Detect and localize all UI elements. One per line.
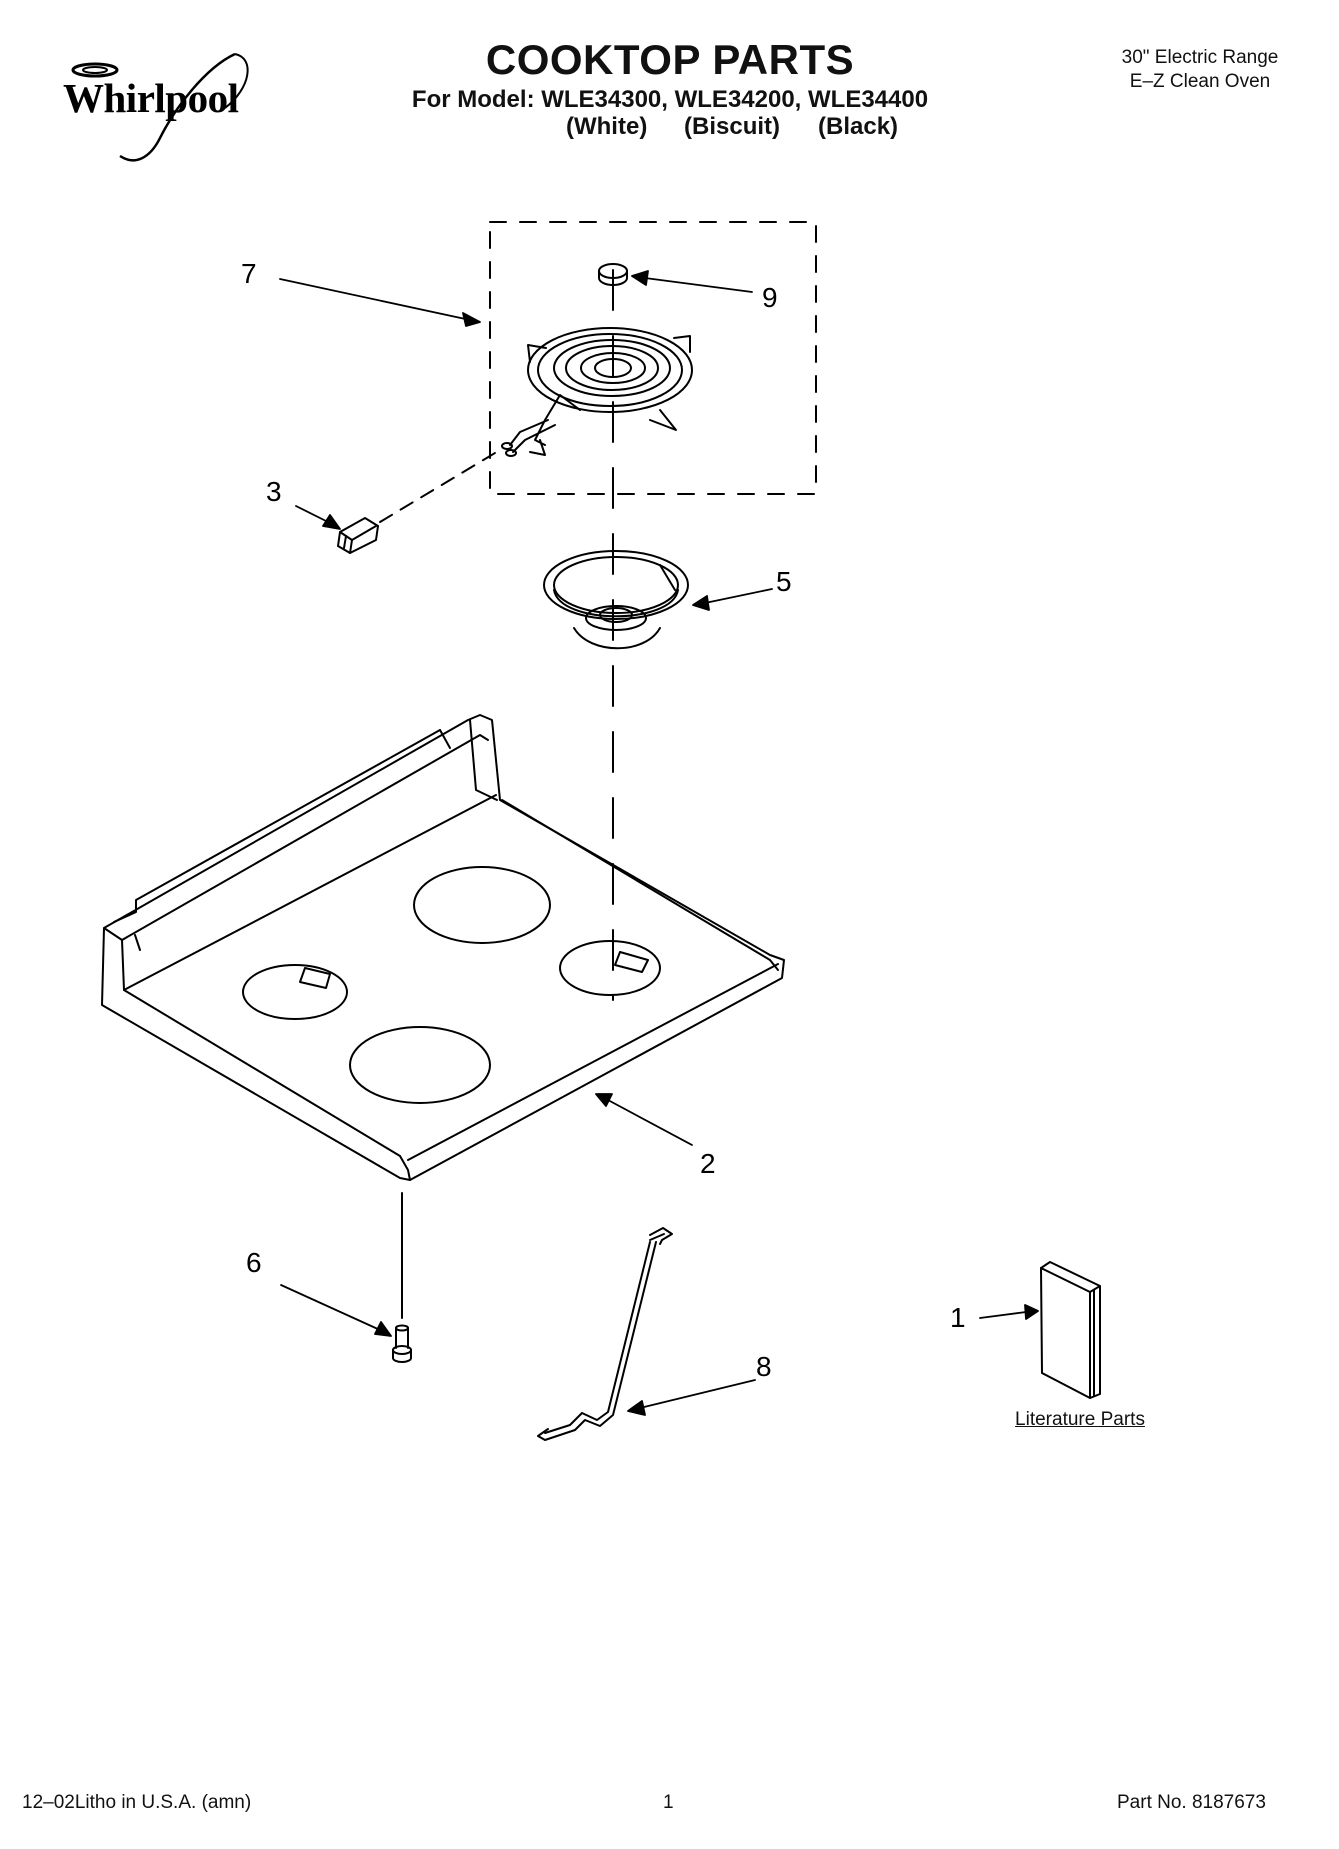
callout-leaders [279, 270, 1039, 1416]
callout-3: 3 [266, 476, 282, 507]
whirlpool-logo: Whirlpool [55, 48, 285, 168]
footer-page-number: 1 [663, 1792, 674, 1813]
terminal-connector-line [379, 449, 501, 523]
literature-booklet-part [1040, 1261, 1101, 1399]
callout-8: 8 [756, 1351, 772, 1382]
footer-part-number: Part No. 8187673 [1117, 1792, 1266, 1813]
literature-parts-label: Literature Parts [1015, 1409, 1145, 1430]
variant-white: (White) [566, 113, 648, 140]
terminal-block-part [337, 517, 379, 554]
spec-range: 30" Electric Range [1121, 47, 1279, 68]
element-assembly-box [489, 221, 817, 495]
callout-6: 6 [246, 1247, 262, 1278]
logo-swirl-icon [71, 52, 249, 162]
brand-name: Whirlpool [63, 75, 239, 121]
drip-bowl-part [543, 550, 689, 650]
callout-5: 5 [776, 566, 792, 597]
variant-black: (Black) [818, 113, 899, 140]
spec-block: 30" Electric Range E–Z Clean Oven [1080, 46, 1320, 94]
model-line: For Model: WLE34300, WLE34200, WLE34400 [411, 86, 929, 113]
screw-part [392, 1324, 412, 1363]
page-title: COOKTOP PARTS [485, 36, 855, 83]
footer-litho: 12–02Litho in U.S.A. (amn) [22, 1792, 252, 1813]
callout-7: 7 [241, 258, 257, 289]
surface-element-part [501, 327, 693, 457]
callout-2: 2 [700, 1148, 716, 1179]
rod-part [537, 1227, 673, 1441]
variant-biscuit: (Biscuit) [684, 113, 780, 140]
callout-1: 1 [950, 1302, 966, 1333]
element-cap-part [598, 263, 628, 286]
spec-oven: E–Z Clean Oven [1129, 71, 1271, 92]
callout-9: 9 [762, 282, 778, 313]
cooktop-part [101, 714, 785, 1181]
